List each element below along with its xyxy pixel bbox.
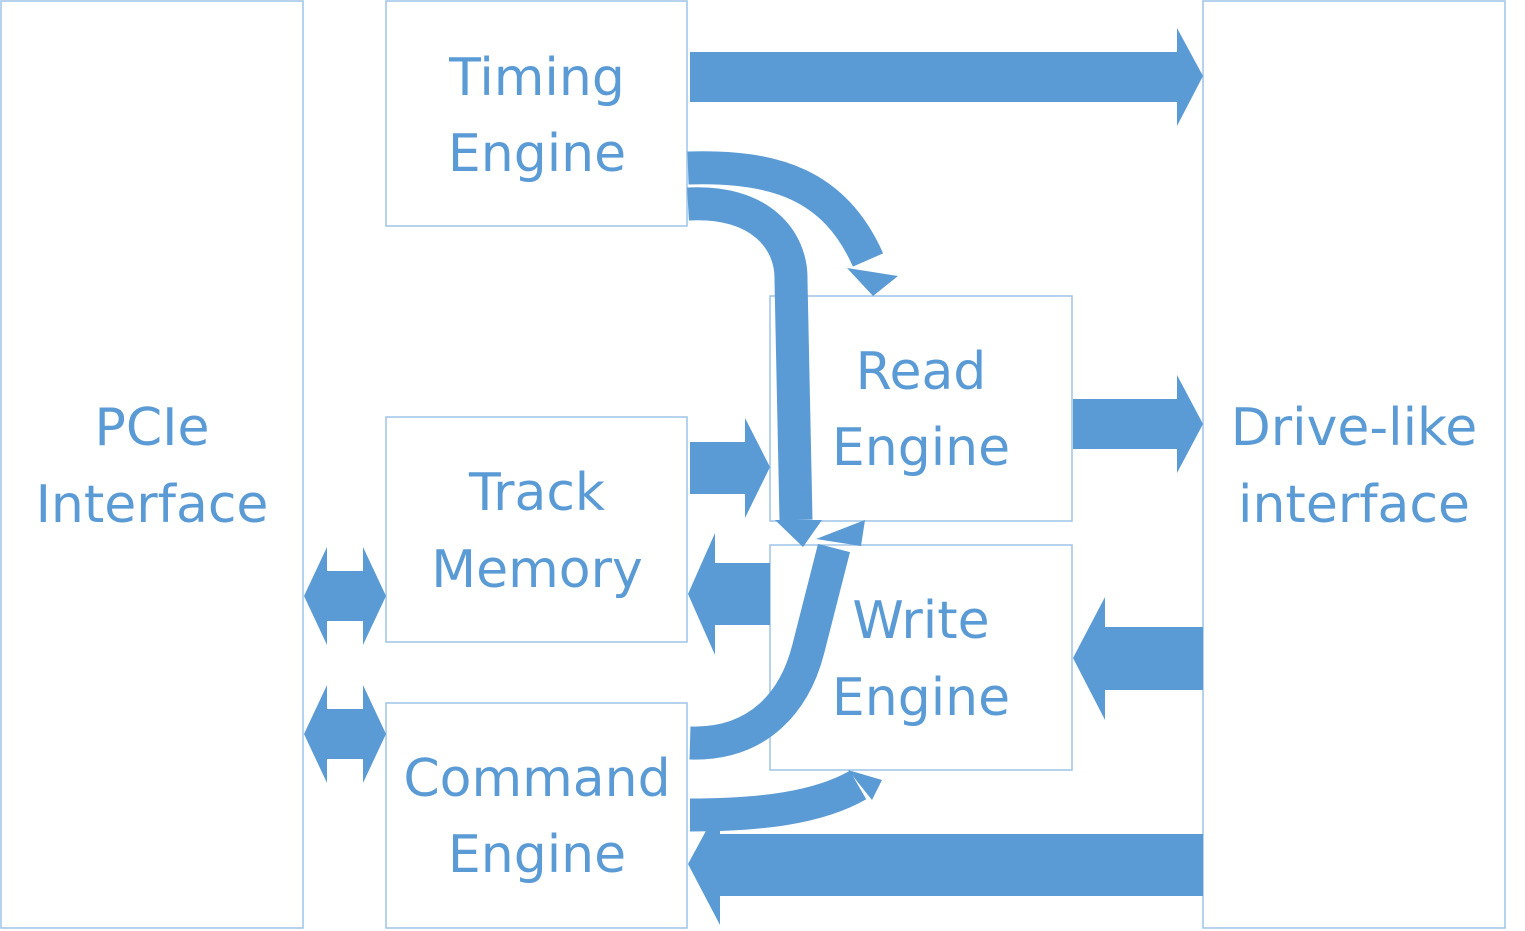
timing-engine-block: Timing Engine — [385, 0, 688, 227]
pcie-interface-block: PCIe Interface — [0, 0, 304, 929]
drive-to-write-arrow — [1073, 597, 1203, 720]
pcie-command-bidirectional-arrow — [304, 685, 386, 783]
track-to-read-arrow — [690, 418, 770, 518]
drive-like-interface-block: Drive-like interface — [1202, 0, 1506, 929]
command-to-read-curved-arrow — [689, 520, 865, 760]
read-engine-block: Read Engine — [769, 295, 1073, 522]
drive-label-line2: interface — [1238, 475, 1470, 535]
write-label-line2: Engine — [832, 668, 1010, 728]
write-to-track-arrow — [688, 533, 770, 655]
track-memory-block: Track Memory — [385, 416, 688, 643]
track-label-line1: Track — [468, 463, 605, 523]
timing-to-read-curved-arrow — [687, 151, 898, 296]
timing-label-line1: Timing — [448, 48, 625, 108]
read-to-drive-arrow — [1073, 375, 1203, 473]
timing-to-drive-arrow — [690, 28, 1203, 126]
pcie-label-line1: PCIe — [95, 398, 210, 458]
pcie-track-bidirectional-arrow — [304, 547, 386, 645]
pcie-label-line2: Interface — [36, 475, 269, 535]
command-to-write-curved-arrow — [689, 770, 882, 832]
read-label-line2: Engine — [832, 418, 1010, 478]
command-label-line2: Engine — [448, 825, 626, 885]
track-label-line2: Memory — [431, 540, 642, 600]
read-label-line1: Read — [856, 342, 987, 402]
command-engine-block: Command Engine — [385, 702, 688, 929]
drive-label-line1: Drive-like — [1231, 398, 1478, 458]
write-label-line1: Write — [852, 591, 989, 651]
timing-label-line2: Engine — [448, 124, 626, 184]
command-label-line1: Command — [403, 749, 670, 809]
drive-to-command-arrow — [688, 805, 1203, 925]
timing-to-write-curved-arrow — [687, 187, 822, 547]
